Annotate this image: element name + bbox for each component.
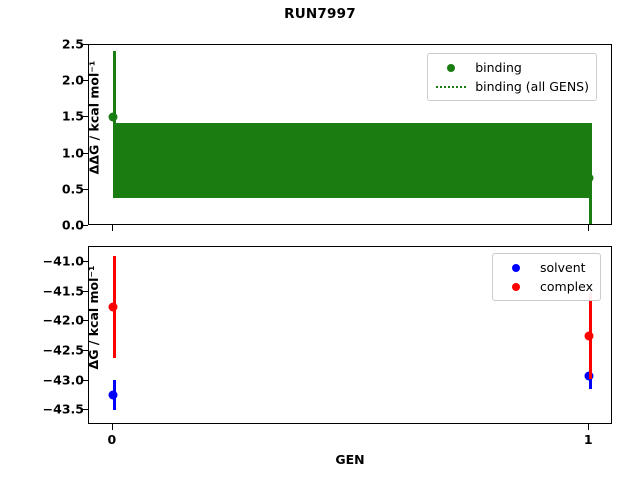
figure-title: RUN7997 — [284, 6, 356, 22]
x-tick-mark — [111, 225, 113, 231]
x-axis-label: GEN — [335, 452, 365, 467]
y-tick-label: 0.0 — [61, 217, 84, 233]
x-tick-label: 1 — [583, 432, 593, 447]
y-tick-label: −41.0 — [42, 253, 84, 269]
data-point-marker — [584, 173, 594, 183]
y-tick-label: −43.5 — [42, 401, 84, 417]
y-tick-mark — [82, 80, 88, 82]
x-tick-mark — [588, 225, 590, 231]
y-tick-label: 1.0 — [61, 145, 84, 161]
binding-all-gens-band — [112, 123, 590, 199]
y-tick-mark — [82, 409, 88, 411]
y-tick-label: −43.0 — [42, 372, 84, 387]
y-tick-label: 2.5 — [61, 36, 84, 52]
y-tick-mark — [82, 290, 88, 292]
y-tick-mark — [82, 116, 88, 118]
y-tick-mark — [82, 320, 88, 322]
legend-label: binding — [475, 60, 522, 75]
bottom-y-axis-label: ΔG / kcal mol⁻¹ — [86, 265, 101, 370]
legend-marker-circle-icon — [499, 263, 533, 272]
legend-entry-solvent: solvent — [499, 258, 593, 277]
x-tick-mark — [588, 424, 590, 430]
legend-bottom: solvent complex — [492, 253, 601, 301]
top-panel-axes: binding binding (all GENS) — [88, 44, 612, 225]
legend-entry-complex: complex — [499, 277, 593, 296]
y-tick-mark — [82, 152, 88, 154]
legend-top: binding binding (all GENS) — [427, 53, 597, 101]
legend-marker-circle-icon — [434, 63, 468, 72]
legend-label: complex — [540, 279, 593, 294]
y-tick-label: −41.5 — [42, 283, 84, 298]
data-point-marker — [108, 112, 118, 122]
data-point-marker — [108, 390, 118, 400]
legend-entry-binding-all-gens: binding (all GENS) — [434, 77, 589, 96]
bottom-panel-axes: solvent complex — [88, 246, 612, 424]
y-tick-mark — [82, 44, 88, 45]
y-tick-mark — [82, 260, 88, 262]
data-point-marker — [584, 331, 594, 341]
y-tick-mark — [82, 349, 88, 351]
error-bar — [589, 123, 593, 224]
y-tick-mark — [82, 225, 88, 226]
top-y-axis-label: ΔΔG / kcal mol⁻¹ — [86, 60, 102, 175]
y-tick-mark — [82, 379, 88, 381]
y-tick-label: −42.5 — [42, 342, 84, 358]
legend-dotted-line-icon — [434, 85, 468, 88]
y-tick-label: 2.0 — [61, 72, 84, 88]
x-tick-mark — [111, 424, 113, 430]
data-point-marker — [108, 302, 118, 312]
legend-marker-circle-icon — [499, 282, 533, 291]
y-tick-label: 0.5 — [61, 181, 84, 197]
x-tick-label: 0 — [107, 432, 117, 447]
y-tick-label: −42.0 — [42, 312, 84, 328]
legend-label: solvent — [540, 260, 586, 275]
y-tick-mark — [82, 188, 88, 190]
legend-entry-binding: binding — [434, 58, 589, 77]
legend-label: binding (all GENS) — [475, 79, 589, 94]
y-tick-label: 1.5 — [61, 108, 84, 124]
